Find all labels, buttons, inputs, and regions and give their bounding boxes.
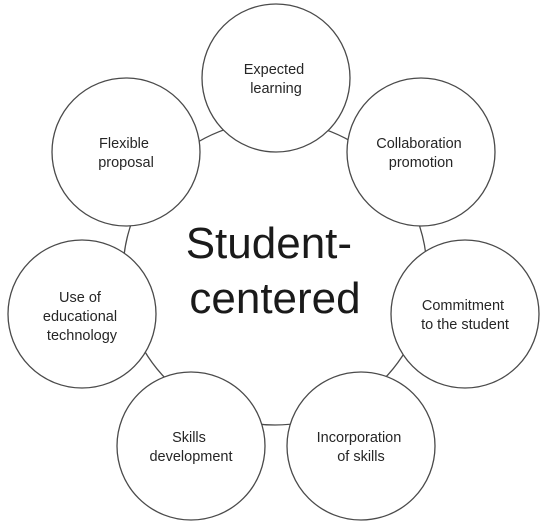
node-circle [116,371,266,521]
node-label: Incorporation of skills [317,430,406,465]
node-skills-development: Skills development [116,371,266,521]
center-label-line-1: Student- [186,219,352,268]
node-label-line: technology [47,328,118,344]
node-expected-learning: Expected learning [201,3,351,153]
center-label: Student- centered [186,219,365,323]
node-use-of-educational-technology: Use of educational technology [7,239,157,389]
node-label-line: to the student [421,317,509,333]
node-label: Skills development [149,430,232,465]
node-label-line: Use of [59,290,102,306]
node-label-line: Skills [172,430,206,446]
node-circle [390,239,540,389]
node-commitment-to-the-student: Commitment to the student [390,239,540,389]
node-label-line: Flexible [99,136,149,152]
node-label: Commitment to the student [421,298,509,333]
node-flexible-proposal: Flexible proposal [51,77,201,227]
node-label-line: Expected [244,62,304,78]
node-label-line: of skills [337,449,385,465]
center-node: Student- centered [122,120,428,426]
node-label: Expected learning [244,62,309,97]
node-label-line: promotion [389,155,453,171]
node-label-line: proposal [98,155,154,171]
node-circle [346,77,496,227]
node-circle [286,371,436,521]
node-circle [201,3,351,153]
node-incorporation-of-skills: Incorporation of skills [286,371,436,521]
node-label-line: Collaboration [376,136,461,152]
node-label: Use of educational technology [43,290,121,344]
node-label-line: Incorporation [317,430,402,446]
node-label-line: Commitment [422,298,504,314]
node-label: Flexible proposal [98,136,154,171]
node-label-line: development [149,449,232,465]
node-circle [7,239,157,389]
node-collaboration-promotion: Collaboration promotion [346,77,496,227]
center-label-line-2: centered [189,274,360,323]
node-circle [51,77,201,227]
node-label-line: educational [43,309,117,325]
node-label-line: learning [250,81,302,97]
node-label: Collaboration promotion [376,136,465,171]
